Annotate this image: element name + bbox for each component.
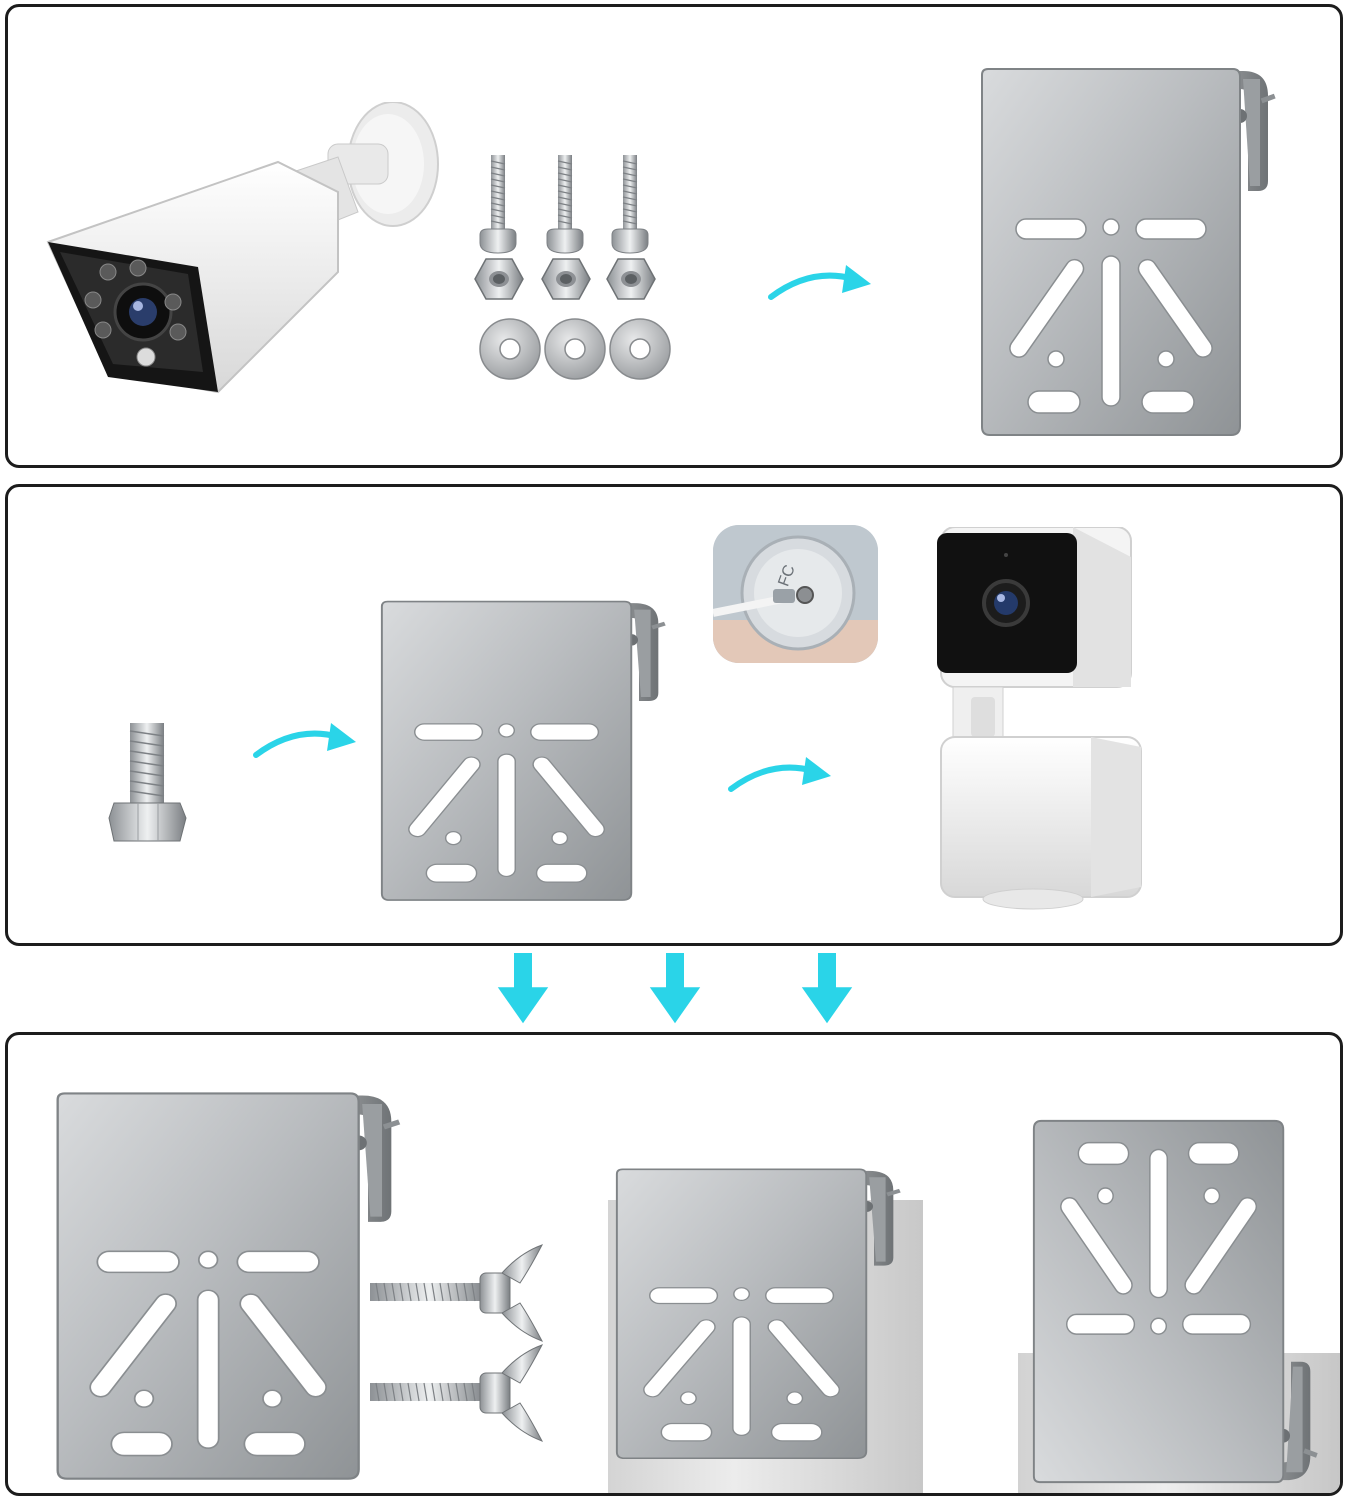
- flat-washer-icon: [478, 317, 542, 381]
- panel-installation-options: [5, 1032, 1343, 1496]
- hex-nut-icon: [606, 257, 656, 301]
- camera-base-photo: FC: [713, 525, 878, 663]
- wing-bolt-icon: [370, 1343, 550, 1443]
- flat-washer-icon: [608, 317, 672, 381]
- curved-arrow-icon: [766, 257, 876, 307]
- steel-bracket-image: [378, 595, 668, 905]
- curved-arrow-icon: [251, 715, 361, 765]
- cube-camera-image: [937, 527, 1142, 910]
- curved-arrow-icon: [726, 749, 836, 799]
- down-arrow-icon: [648, 952, 702, 1026]
- machine-screw-icon: [478, 155, 518, 255]
- bullet-camera-image: [46, 102, 439, 394]
- hex-nut-icon: [541, 257, 591, 301]
- wing-bolt-icon: [370, 1243, 550, 1343]
- down-arrow-icon: [800, 952, 854, 1026]
- machine-screw-icon: [545, 155, 585, 255]
- steel-bracket-image: [613, 1163, 903, 1463]
- hex-nut-icon: [474, 257, 524, 301]
- steel-bracket-image: [53, 1085, 403, 1485]
- hex-bolt-icon: [108, 723, 187, 842]
- machine-screw-icon: [610, 155, 650, 255]
- panel-cube-camera-kit: FC: [5, 484, 1343, 946]
- down-arrow-icon: [496, 952, 550, 1026]
- panel-bullet-camera-kit: [5, 4, 1343, 468]
- steel-bracket-inverted-image: [1032, 1119, 1319, 1484]
- steel-bracket-image: [948, 61, 1308, 441]
- flat-washer-icon: [543, 317, 607, 381]
- fcc-mark: FC: [775, 563, 798, 589]
